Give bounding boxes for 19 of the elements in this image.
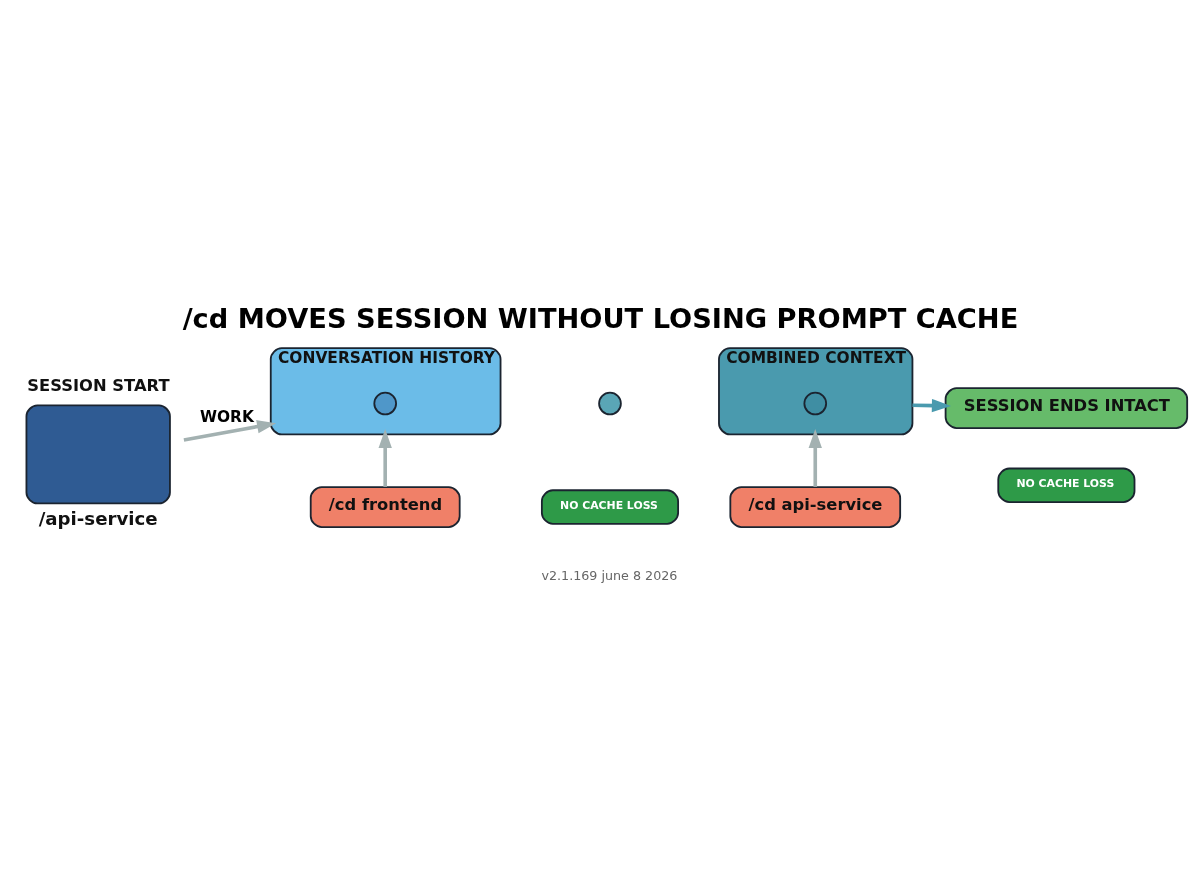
caption: v2.1.169 june 8 2026 (541, 567, 678, 583)
node-box: /cd frontend (309, 485, 461, 528)
node-box: NO CACHE LOSS (997, 467, 1136, 503)
node-box: SESSION ENDS INTACT (944, 386, 1189, 429)
diagram-title: /cd MOVES SESSION WITHOUT LOSING PROMPT CACHE (182, 302, 1019, 334)
cluster: COMBINED CONTEXT (718, 346, 914, 435)
node-label: SESSION START (27, 375, 170, 395)
cluster: CONVERSATION HISTORY (269, 346, 502, 435)
node-box: NO CACHE LOSS (540, 488, 679, 525)
node-circle (803, 391, 828, 415)
arrow (808, 428, 822, 487)
arrow (912, 398, 951, 412)
arrow (378, 428, 392, 487)
edge-label: WORK (199, 407, 254, 426)
node-label: /api-service (38, 507, 158, 529)
node-box: /cd api-service (729, 485, 902, 528)
node-circle (373, 391, 397, 415)
node-circle (598, 391, 622, 415)
arrow (183, 419, 277, 442)
